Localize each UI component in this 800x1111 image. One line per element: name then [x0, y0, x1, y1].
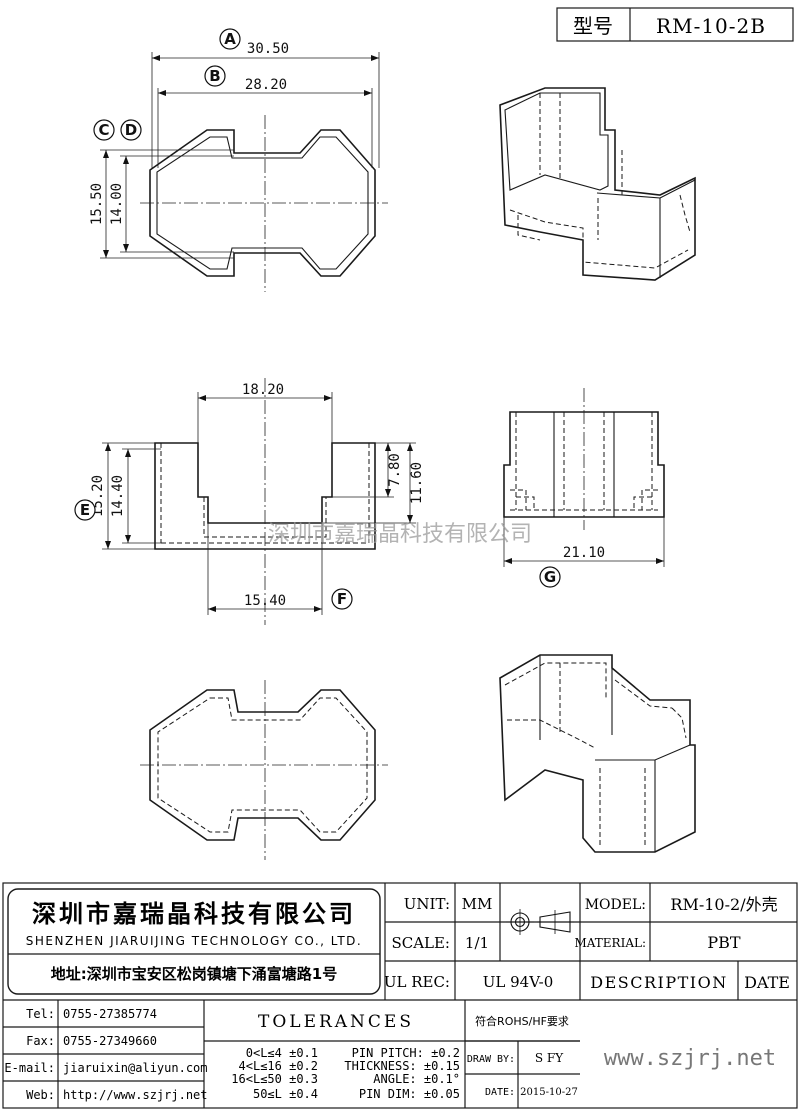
- contact-web-value: http://www.szjrj.net: [63, 1088, 208, 1102]
- dim-side-top-value: 18.20: [242, 382, 284, 398]
- draw-by-value: S FY: [535, 1051, 564, 1065]
- dim-a-value: 30.50: [247, 41, 289, 57]
- scale-label: SCALE:: [391, 934, 450, 952]
- model-label: MODEL:: [585, 897, 646, 913]
- tolerances-title: TOLERANCES: [258, 1012, 414, 1032]
- callout-c: C: [93, 119, 115, 141]
- contact-web-label: Web:: [26, 1088, 55, 1102]
- iso-view-top: [499, 87, 696, 281]
- callout-e: E: [74, 499, 96, 521]
- svg-text:G: G: [544, 568, 556, 586]
- callout-g: G: [539, 566, 561, 588]
- tolerance-length-1: 0<L≤4 ±0.1: [246, 1046, 318, 1060]
- tolerance-other-4: PIN DIM: ±0.05: [359, 1087, 460, 1101]
- bottom-view: [140, 680, 388, 860]
- unit-value: MM: [462, 895, 493, 913]
- svg-text:B: B: [209, 67, 220, 85]
- iso-view-bottom: [499, 654, 696, 853]
- callout-f: F: [331, 588, 353, 610]
- front-view: [503, 388, 665, 567]
- callout-b: B: [204, 65, 226, 87]
- svg-text:D: D: [125, 121, 137, 139]
- model-header: 型号 RM-10-2B: [556, 7, 794, 42]
- rohs-note: 符合ROHS/HF要求: [475, 1014, 569, 1028]
- svg-text:C: C: [98, 121, 109, 139]
- website-large: www.szjrj.net: [604, 1046, 776, 1071]
- material-value: PBT: [707, 933, 741, 952]
- contact-email-label: E-mail:: [4, 1061, 55, 1075]
- side-view: [102, 378, 416, 625]
- dim-notch-height-value: 11.60: [409, 462, 425, 504]
- svg-text:F: F: [337, 590, 347, 608]
- tolerance-length-2: 4<L≤16 ±0.2: [239, 1059, 318, 1073]
- date-header-label: DATE: [744, 973, 790, 992]
- model-code: RM-10-2B: [656, 14, 766, 38]
- dim-b-value: 28.20: [245, 77, 287, 93]
- tolerance-other-3: ANGLE: ±0.1°: [373, 1072, 460, 1086]
- top-view: [100, 52, 388, 292]
- description-label: DESCRIPTION: [590, 973, 727, 992]
- projection-symbol: [506, 909, 574, 935]
- dim-cd-inner-value: 14.00: [109, 183, 125, 225]
- model-value: RM-10-2/外壳: [670, 895, 777, 914]
- watermark-text: 深圳市嘉瑞晶科技有限公司: [268, 522, 532, 547]
- ul-rec-value: UL 94V-0: [483, 973, 554, 991]
- contact-fax-value: 0755-27349660: [63, 1034, 157, 1048]
- type-label: 型号: [573, 14, 613, 38]
- dim-side-height-inner-value: 14.40: [110, 475, 126, 517]
- scale-value: 1/1: [465, 934, 489, 952]
- ul-rec-label: UL REC:: [384, 973, 450, 991]
- contact-tel-label: Tel:: [26, 1007, 55, 1021]
- dim-front-width-value: 21.10: [563, 545, 605, 561]
- dim-notch-depth-value: 7.80: [387, 453, 403, 487]
- date-value: 2015-10-27: [520, 1087, 578, 1098]
- contact-tel-value: 0755-27385774: [63, 1007, 157, 1021]
- date-field-label: DATE:: [485, 1087, 515, 1098]
- tolerance-other-1: PIN PITCH: ±0.2: [352, 1046, 460, 1060]
- contact-fax-label: Fax:: [26, 1034, 55, 1048]
- company-address: 地址:深圳市宝安区松岗镇塘下涌富塘路1号: [51, 965, 337, 983]
- tolerance-length-4: 50≤L ±0.4: [253, 1087, 318, 1101]
- tolerance-other-2: THICKNESS: ±0.15: [344, 1059, 460, 1073]
- unit-label: UNIT:: [404, 895, 450, 913]
- dim-cd-outer-value: 15.50: [89, 183, 105, 225]
- draw-by-label: DRAW BY:: [467, 1054, 515, 1065]
- company-name-en: SHENZHEN JIARUIJING TECHNOLOGY CO., LTD.: [26, 934, 362, 948]
- company-block: 深圳市嘉瑞晶科技有限公司 SHENZHEN JIARUIJING TECHNOL…: [7, 888, 381, 995]
- contact-email-value: jiaruixin@aliyun.com: [63, 1061, 208, 1075]
- title-block-frame: [2, 882, 798, 1109]
- material-label: MATERIAL:: [574, 936, 646, 950]
- svg-text:E: E: [80, 501, 90, 519]
- contacts-table: Tel: 0755-27385774 Fax: 0755-27349660 E-…: [4, 1007, 207, 1102]
- callout-d: D: [120, 119, 142, 141]
- dim-bottom-width-value: 15.40: [244, 593, 286, 609]
- tolerances-block: TOLERANCES 0<L≤4 ±0.1 4<L≤16 ±0.2 16<L≤5…: [231, 1012, 460, 1101]
- company-name-cn: 深圳市嘉瑞晶科技有限公司: [32, 900, 356, 928]
- svg-text:A: A: [224, 30, 236, 48]
- tolerance-length-3: 16<L≤50 ±0.3: [231, 1072, 318, 1086]
- callout-a: A: [219, 28, 241, 50]
